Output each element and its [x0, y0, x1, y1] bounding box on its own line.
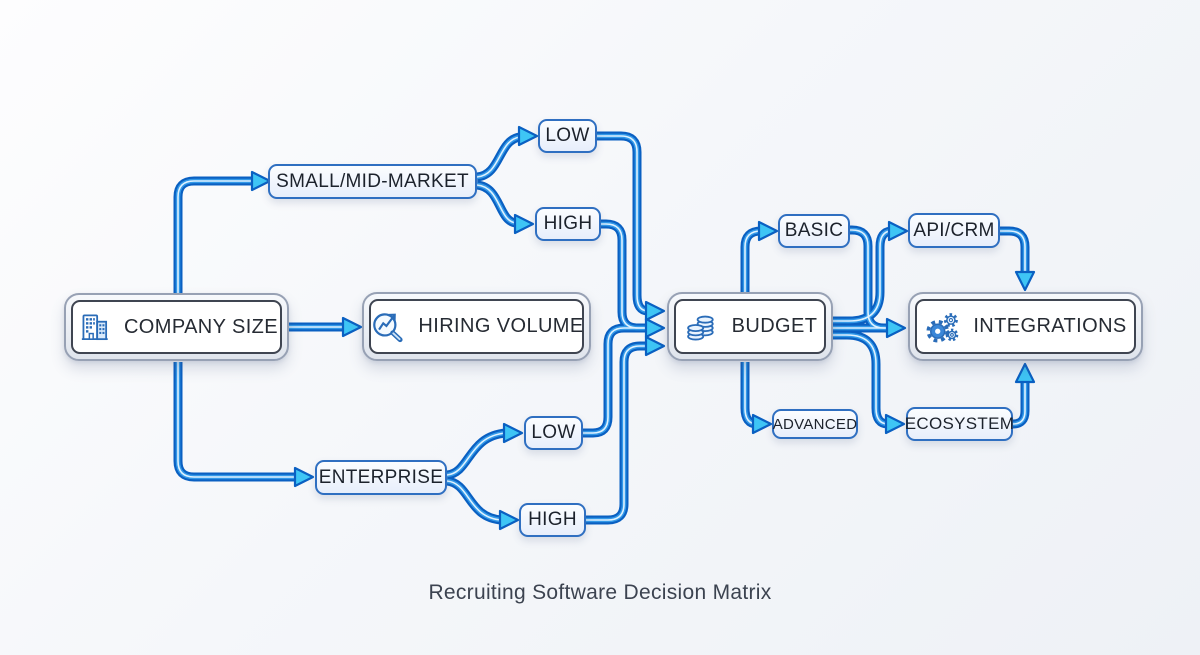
node-enterprise: ENTERPRISE [315, 460, 447, 495]
node-label: BUDGET [731, 315, 818, 337]
node-label: HIRING VOLUME [418, 315, 584, 337]
arrowhead-icon [498, 509, 520, 531]
arrowhead-icon [341, 316, 363, 338]
node-high-bottom: HIGH [519, 503, 586, 537]
arrowhead-icon [644, 317, 666, 339]
node-label: BASIC [784, 220, 844, 241]
node-advanced: ADVANCED [772, 409, 858, 439]
node-label: SMALL/MID-MARKET [276, 170, 469, 192]
trend-search-icon [373, 312, 403, 342]
gears-icon [926, 312, 959, 343]
node-label: HIGH [543, 213, 593, 234]
node-label: ENTERPRISE [318, 466, 444, 488]
node-label: COMPANY SIZE [123, 315, 279, 338]
node-basic: BASIC [778, 214, 850, 248]
arrowhead-icon [513, 213, 535, 235]
coins-icon [686, 315, 714, 340]
arrowhead-icon [644, 300, 666, 322]
arrowhead-icon [887, 220, 909, 242]
arrowhead-icon [884, 413, 906, 435]
arrowhead-icon [757, 220, 779, 242]
node-small-mid-market: SMALL/MID-MARKET [268, 164, 477, 199]
diagram-title: Recruiting Software Decision Matrix [428, 581, 772, 604]
node-hiring-volume: HIRING VOLUME [362, 292, 591, 361]
arrowhead-icon [1014, 362, 1036, 384]
node-low-top: LOW [538, 119, 597, 153]
arrowhead-icon [293, 466, 315, 488]
arrowhead-icon [751, 413, 773, 435]
node-label: INTEGRATIONS [973, 315, 1127, 337]
node-api-crm: API/CRM [908, 213, 1000, 248]
node-low-bottom: LOW [524, 416, 583, 450]
node-company-size: COMPANY SIZE [64, 293, 289, 361]
node-label: LOW [545, 125, 590, 146]
node-integrations: INTEGRATIONS [908, 292, 1143, 361]
arrowhead-icon [517, 125, 539, 147]
arrowhead-icon [250, 170, 272, 192]
node-label: API/CRM [913, 219, 995, 241]
node-label: HIGH [528, 509, 577, 530]
node-label: ADVANCED [772, 415, 858, 433]
node-high-top: HIGH [535, 207, 601, 241]
arrowhead-icon [885, 317, 907, 339]
arrowhead-icon [502, 422, 524, 444]
node-ecosystem: ECOSYSTEM [904, 407, 1015, 441]
arrowhead-icon [1014, 270, 1036, 292]
node-label: LOW [531, 422, 576, 443]
arrowhead-icon [644, 335, 666, 357]
node-budget: BUDGET [667, 292, 833, 361]
building-icon [81, 314, 108, 341]
node-label: ECOSYSTEM [904, 414, 1015, 433]
